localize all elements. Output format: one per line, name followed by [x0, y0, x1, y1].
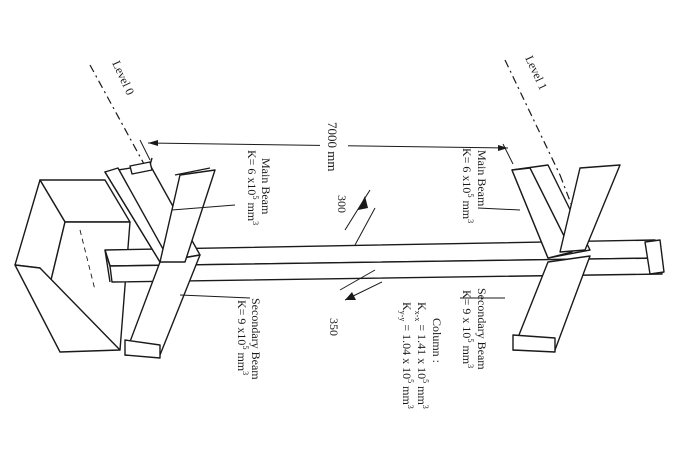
left-secondary-beam-k: K= 9 x105 mm3 — [235, 300, 250, 375]
right-main-beam — [511, 164, 621, 259]
right-secondary-beam-k: K= 9 x 105 mm3 — [460, 290, 475, 368]
right-main-beam-title: Main Beam — [475, 150, 489, 207]
column-member — [104, 239, 665, 283]
svg-text:Kx-x = 1.41 x 105 mm3: Kx-x = 1.41 x 105 mm3 — [413, 302, 430, 409]
depth-dimension-label: 300 — [335, 195, 349, 213]
column-kyy: Ky-y = 1.04 x 105 mm3 — [398, 302, 415, 409]
column-kxx: Kx-x = 1.41 x 105 mm3 — [413, 302, 430, 409]
right-secondary-beam-title: Secondary Beam — [475, 288, 489, 370]
left-secondary-beam — [124, 167, 216, 359]
right-main-beam-k: K= 6 x105 mm3 — [460, 148, 475, 223]
footing-block — [14, 179, 131, 353]
span-label: 7000 mm — [325, 122, 340, 171]
column-section-dims — [339, 189, 383, 301]
svg-text:K= 6 x105 mm3: K= 6 x105 mm3 — [245, 150, 260, 225]
width-dimension-label: 350 — [327, 318, 341, 336]
svg-text:Ky-y = 1.04 x 105 mm3: Ky-y = 1.04 x 105 mm3 — [398, 302, 415, 409]
left-main-beam-title: Main Beam — [259, 158, 273, 215]
right-secondary-beam — [512, 255, 591, 353]
svg-text:K= 9 x105 mm3: K= 9 x105 mm3 — [235, 300, 250, 375]
svg-text:K= 9 x 105 mm3: K= 9 x 105 mm3 — [460, 290, 475, 368]
column-title: Column : — [430, 318, 444, 363]
left-main-beam-k: K= 6 x105 mm3 — [245, 150, 260, 225]
level-0-label: Level 0 — [109, 58, 137, 97]
svg-text:K= 6 x105 mm3: K= 6 x105 mm3 — [460, 148, 475, 223]
left-secondary-beam-title: Secondary Beam — [249, 298, 263, 380]
level-1-label: Level 1 — [522, 53, 550, 92]
